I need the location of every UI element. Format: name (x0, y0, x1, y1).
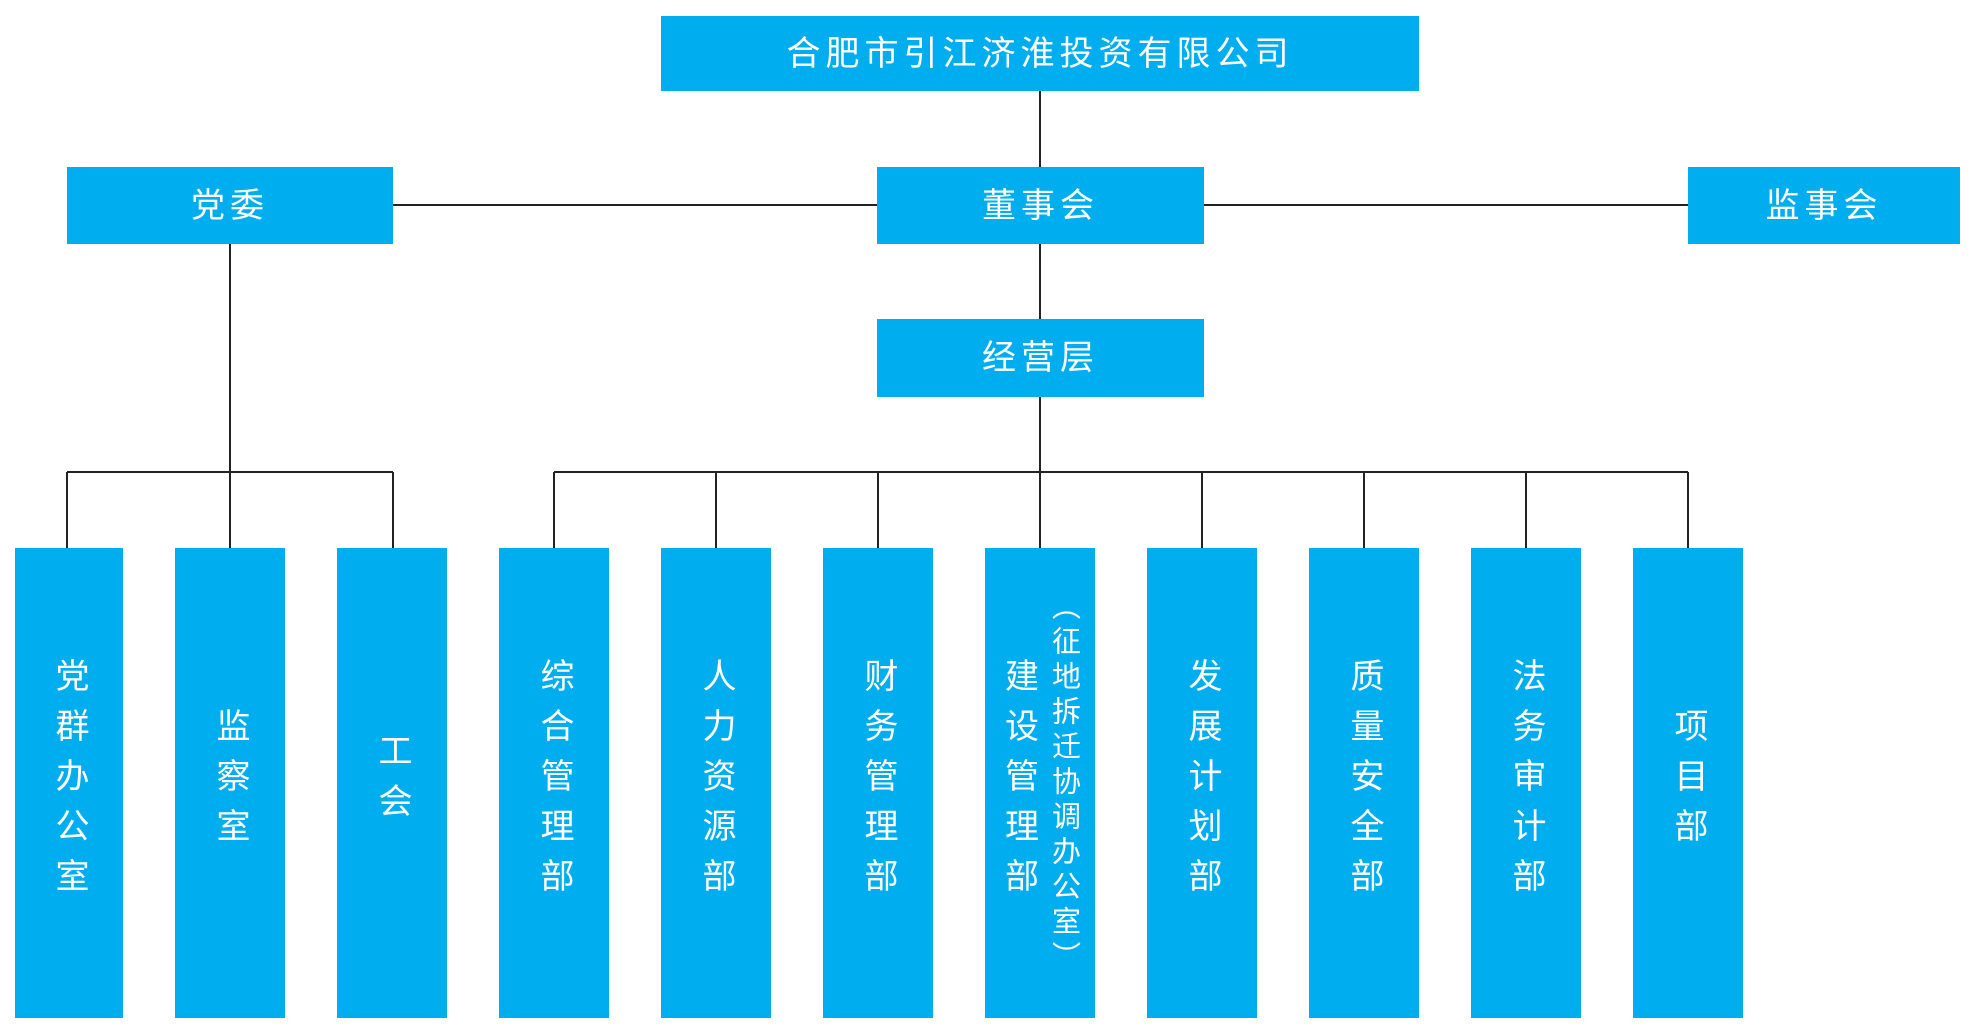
management-box: 经营层 (877, 319, 1204, 397)
department-box-5: 发展计划部 (1147, 548, 1257, 1018)
party-committee-label: 党委 (191, 185, 269, 226)
board-of-directors-label: 董事会 (982, 185, 1099, 226)
department-box-6: 质量安全部 (1309, 548, 1419, 1018)
party-unit-box-3: 工会 (337, 548, 447, 1018)
board-of-directors-box: 董事会 (877, 167, 1204, 244)
department-label-6: 质量安全部 (1344, 658, 1384, 908)
management-label: 经营层 (982, 338, 1099, 378)
department-label-7: 法务审计部 (1506, 658, 1546, 908)
party-unit-label-2: 监察室 (210, 708, 250, 858)
party-unit-label-3: 工会 (372, 733, 412, 833)
department-label-2: 人力资源部 (696, 658, 736, 908)
company-box: 合肥市引江济淮投资有限公司 (661, 16, 1419, 91)
department-box-7: 法务审计部 (1471, 548, 1581, 1018)
department-box-4: 建设管理部 （征地拆迁协调办公室） (985, 548, 1095, 1018)
department-label-8: 项目部 (1668, 708, 1708, 858)
department-sublabel-4: （征地拆迁协调办公室） (1047, 590, 1082, 976)
party-unit-box-1: 党群办公室 (15, 548, 123, 1018)
board-of-supervisors-box: 监事会 (1688, 167, 1960, 244)
department-label-4: 建设管理部 (998, 658, 1039, 908)
department-label-3: 财务管理部 (858, 658, 898, 908)
department-box-3: 财务管理部 (823, 548, 933, 1018)
board-of-supervisors-label: 监事会 (1765, 185, 1883, 226)
party-unit-label-1: 党群办公室 (49, 658, 89, 908)
department-box-1: 综合管理部 (499, 548, 609, 1018)
party-committee-box: 党委 (67, 167, 393, 244)
department-box-8: 项目部 (1633, 548, 1743, 1018)
department-label-1: 综合管理部 (534, 658, 574, 908)
department-box-2: 人力资源部 (661, 548, 771, 1018)
department-label-5: 发展计划部 (1182, 658, 1222, 908)
party-unit-box-2: 监察室 (175, 548, 285, 1018)
company-label: 合肥市引江济淮投资有限公司 (786, 33, 1294, 74)
